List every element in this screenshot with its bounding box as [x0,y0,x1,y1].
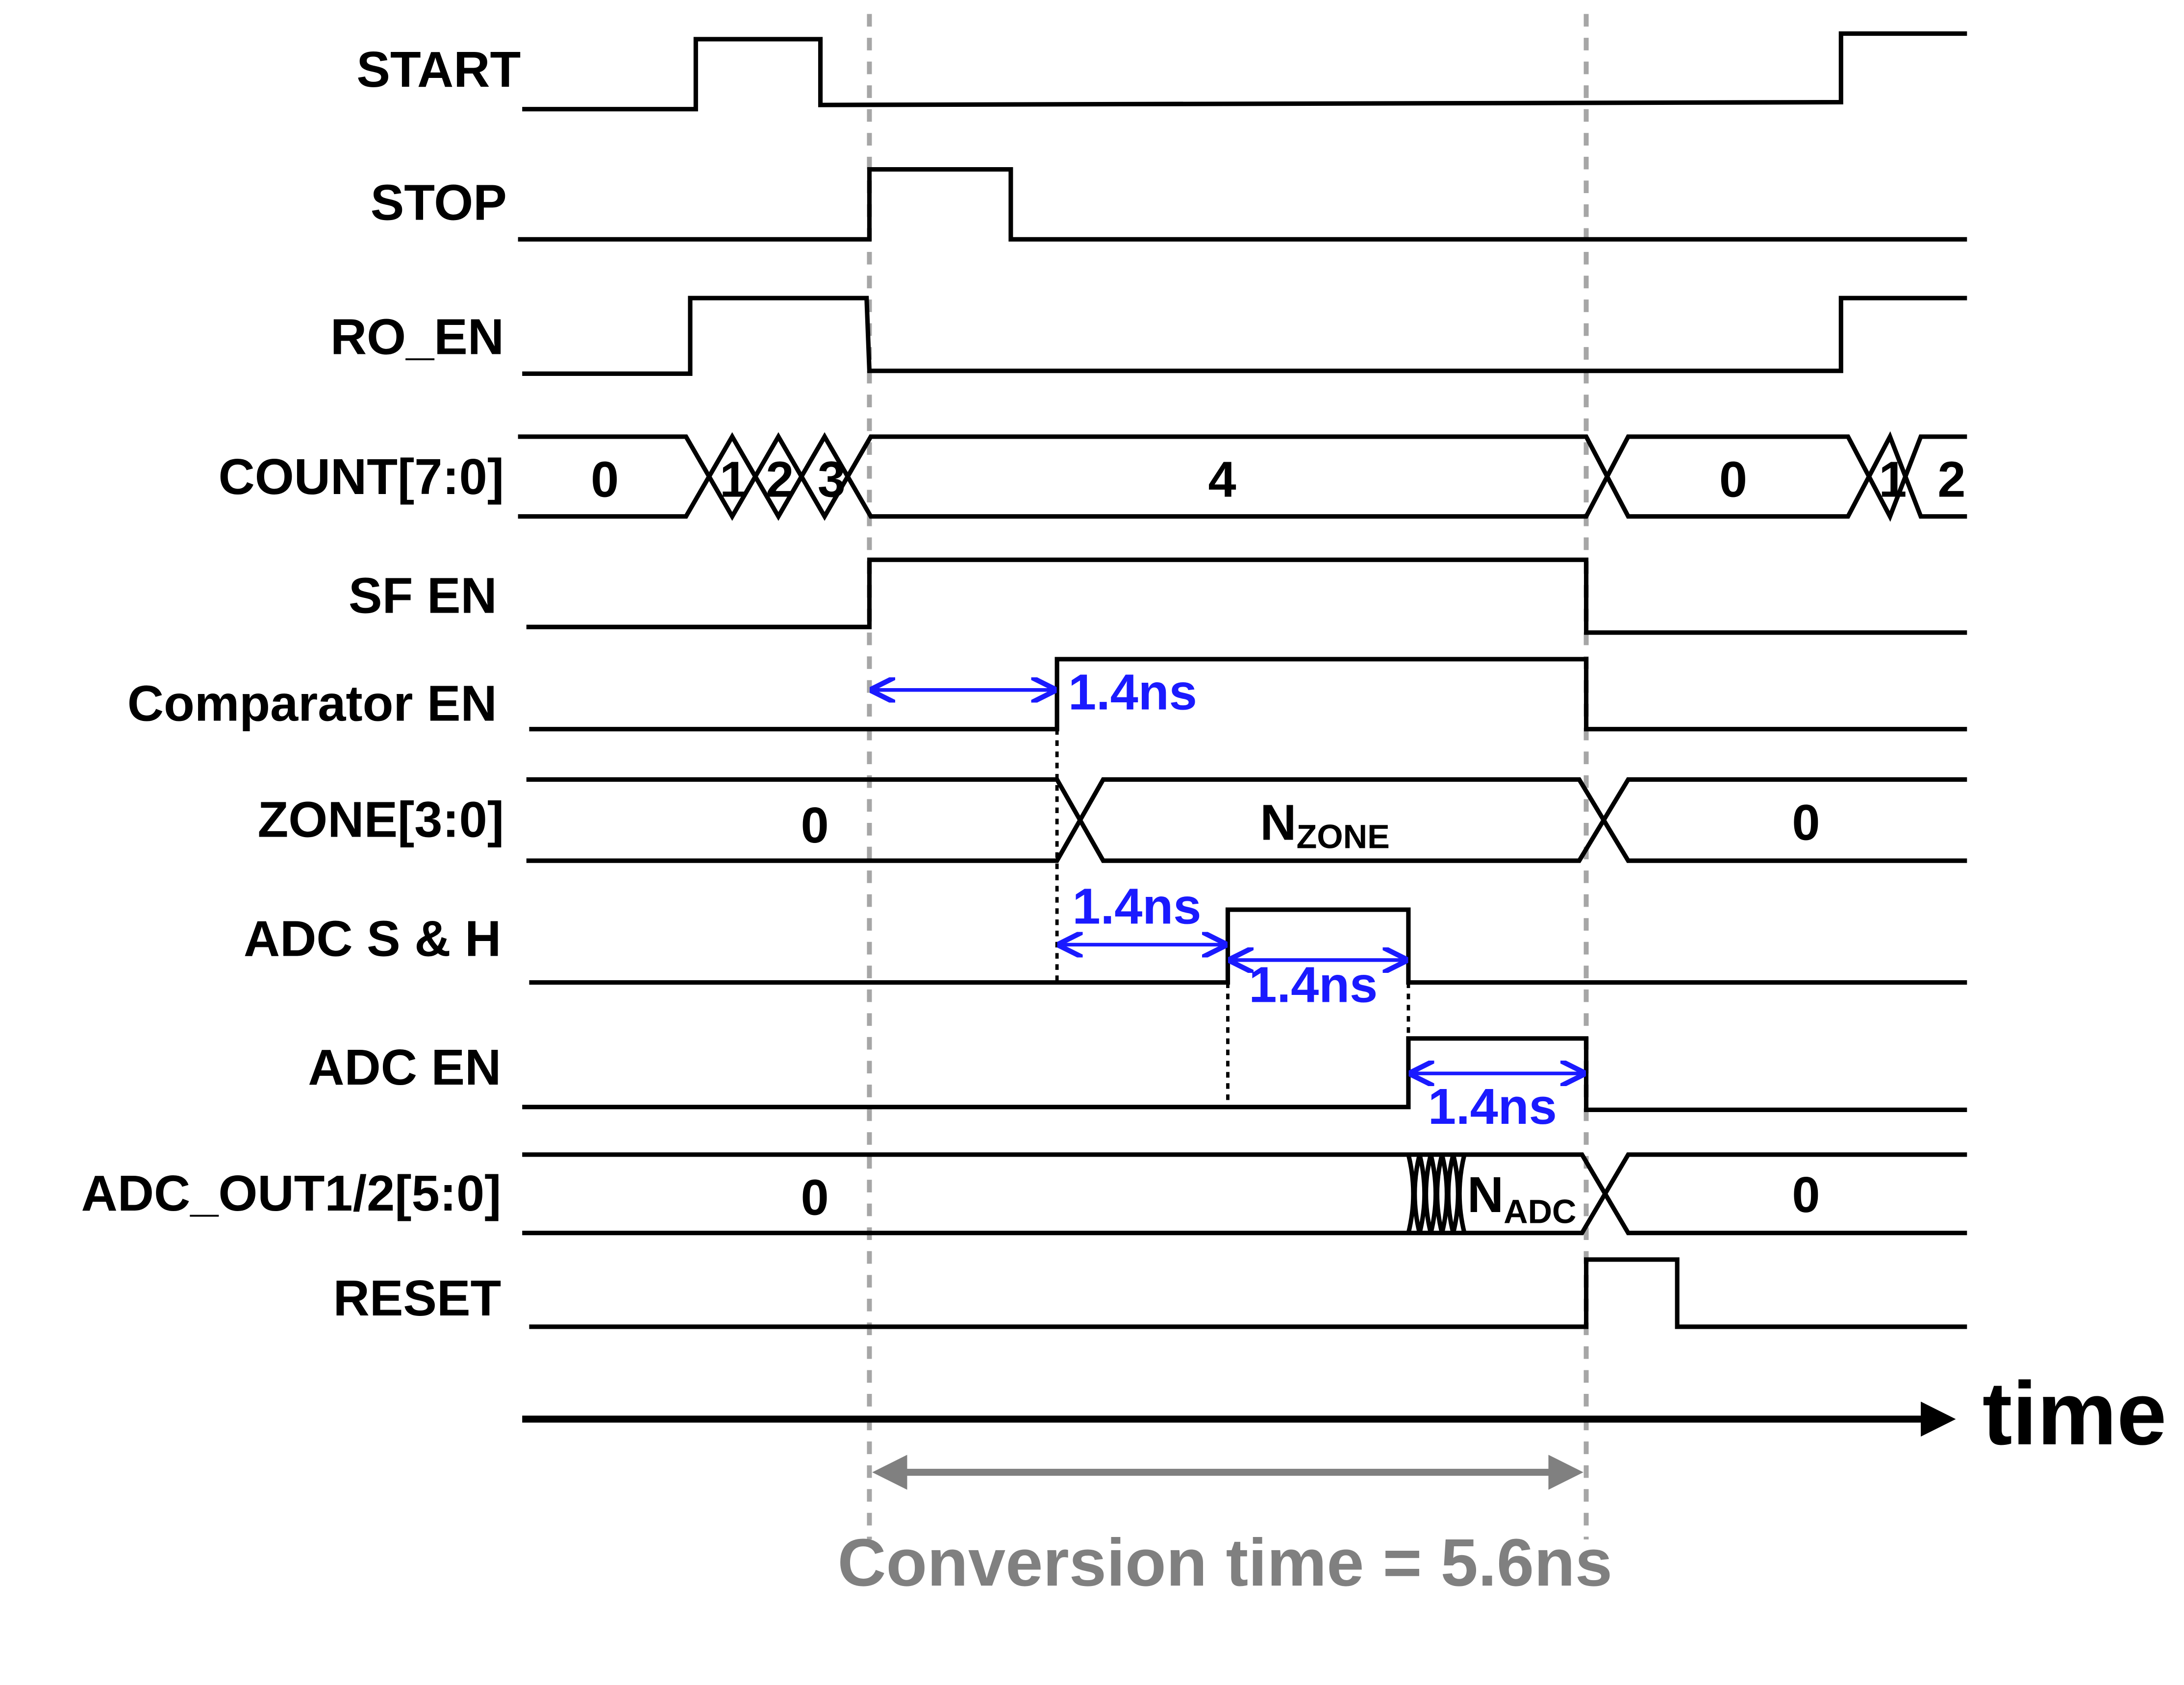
zone-value-0: 0 [801,797,828,853]
signal-label-adc-sh: ADC S & H [244,910,501,966]
adc-subscript: ADC [1504,1193,1576,1231]
waveform-adc-en [522,1036,1967,1112]
zone-n: N [1260,794,1296,850]
waveform-zone: 0 NZONE 0 [526,777,1967,863]
waveform-count: 0 1 2 3 4 0 1 2 [518,431,1967,522]
waveform-start [522,31,1967,112]
signal-label-reset: RESET [333,1270,502,1326]
delay-label-1: 1.4ns [1068,664,1197,720]
waveform-reset [529,1257,1967,1329]
count-value-0: 0 [591,451,619,508]
waveform-sf-en [526,557,1967,635]
count-value-1: 1 [720,451,748,508]
adc-out-value-0b: 0 [1792,1166,1820,1223]
delay-label-2: 1.4ns [1073,878,1202,935]
delay-label-3: 1.4ns [1249,957,1378,1013]
time-axis-label: time [1983,1363,2167,1463]
adc-n: N [1467,1166,1504,1223]
signal-label-count: COUNT[7:0] [219,448,504,505]
zone-value-n: NZONE [1260,794,1390,855]
adc-out-transition [1406,1154,1467,1234]
signal-label-sf-en: SF EN [349,568,497,624]
signal-label-adc-en: ADC EN [308,1039,501,1095]
waveform-stop [518,167,1967,242]
waveform-adc-sh [529,907,1967,985]
waveform-adc-out: 0 NADC 0 [522,1152,1967,1236]
count-value-1b: 1 [1879,451,1907,508]
adc-out-value-0: 0 [801,1169,828,1226]
zone-subscript: ZONE [1296,818,1389,855]
signal-label-adc-out: ADC_OUT1/2[5:0] [81,1165,502,1221]
signal-label-comparator-en: Comparator EN [127,675,497,732]
count-value-4: 4 [1208,451,1236,508]
count-value-3: 3 [818,451,846,508]
count-value-2b: 2 [1937,451,1965,508]
waveform-ro-en [522,296,1967,376]
conversion-time-label: Conversion time = 5.6ns [837,1525,1612,1600]
signal-label-ro-en: RO_EN [330,308,504,365]
adc-out-value-n: NADC [1467,1166,1577,1231]
signal-label-stop: STOP [371,174,507,230]
count-value-2: 2 [766,451,794,508]
zone-value-0b: 0 [1792,794,1820,850]
waveform-comparator-en [529,657,1967,732]
signal-label-zone: ZONE[3:0] [257,792,504,848]
signal-label-start: START [356,41,521,98]
delay-label-4: 1.4ns [1428,1078,1557,1135]
count-value-0b: 0 [1719,451,1747,508]
